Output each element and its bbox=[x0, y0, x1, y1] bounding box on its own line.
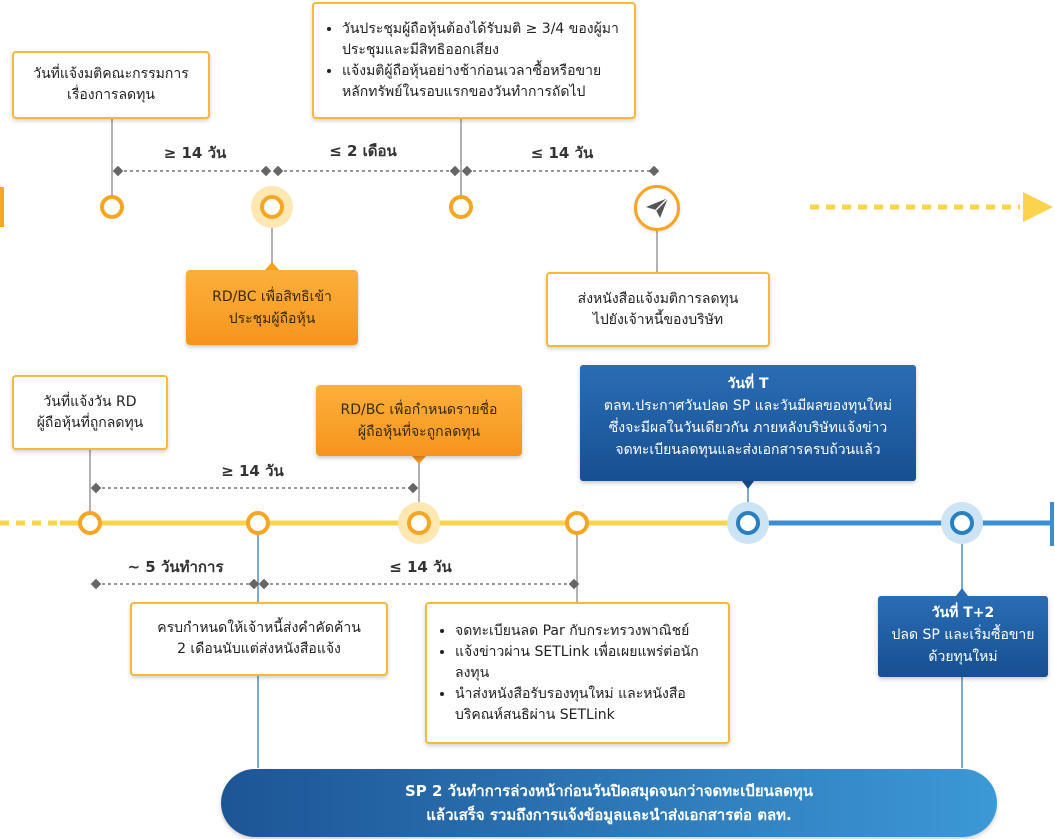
list-item: จดทะเบียนลด Par กับกระทรวงพาณิชย์ bbox=[455, 621, 720, 642]
rd-bc-list-box: RD/BC เพื่อกำหนดรายชื่อ ผู้ถือหุ้นที่จะถ… bbox=[316, 385, 522, 456]
bottom-span-label-2: ~ 5 วันทำการ bbox=[127, 558, 224, 576]
top-span-label-1: ≥ 14 วัน bbox=[163, 144, 227, 162]
send-notice-marker bbox=[634, 185, 680, 231]
bottom-marker-t bbox=[727, 502, 769, 544]
banner-line-1: SP 2 วันทำการล่วงหน้าก่อนวันปิดสมุดจนกว่… bbox=[404, 782, 813, 800]
t-day-text: ตลท.ประกาศวันปลด SP และวันมีผลของทุนใหม่… bbox=[603, 398, 893, 458]
banner-line-2: แล้วเสร็จ รวมถึงการแจ้งข้อมูลและนำส่งเอก… bbox=[426, 806, 792, 824]
top-span-label-2: ≤ 2 เดือน bbox=[329, 142, 397, 160]
top-span-label-3: ≤ 14 วัน bbox=[530, 144, 594, 162]
creditor-objection-note: ครบกำหนดให้เจ้าหนี้ส่งคำคัดค้าน 2 เดือนน… bbox=[130, 602, 388, 676]
sp-banner: SP 2 วันทำการล่วงหน้าก่อนวันปิดสมุดจนกว่… bbox=[221, 769, 997, 837]
bottom-span-label-1: ≥ 14 วัน bbox=[221, 462, 284, 480]
list-item: วันประชุมผู้ถือหุ้นต้องได้รับมติ ≥ 3/4 ข… bbox=[342, 19, 626, 61]
list-item: นำส่งหนังสือรับรองทุนใหม่ และหนังสือบริค… bbox=[455, 684, 720, 726]
bottom-marker-rd bbox=[398, 502, 440, 544]
t2-day-text: ปลด SP และเริ่มซื้อขาย ด้วยทุนใหม่ bbox=[891, 627, 1035, 665]
paper-plane-icon bbox=[646, 197, 669, 218]
t2-day-title: วันที่ T+2 bbox=[931, 605, 995, 621]
list-item: แจ้งมติผู้ถือหุ้นอย่างช้าก่อนเวลาซื้อหรื… bbox=[342, 61, 626, 103]
top-arrow-head bbox=[1023, 192, 1053, 222]
bottom-span-lines bbox=[90, 482, 580, 590]
board-resolution-note: วันที่แจ้งมติคณะกรรมการ เรื่องการลดทุน bbox=[12, 51, 210, 119]
top-marker-3 bbox=[449, 195, 473, 219]
shareholder-meeting-note: วันประชุมผู้ถือหุ้นต้องได้รับมติ ≥ 3/4 ข… bbox=[312, 2, 636, 119]
top-marker-1 bbox=[100, 195, 124, 219]
bottom-marker-4 bbox=[565, 511, 589, 535]
registration-steps-note: จดทะเบียนลด Par กับกระทรวงพาณิชย์ แจ้งข่… bbox=[425, 602, 730, 744]
bottom-marker-2 bbox=[246, 511, 270, 535]
t-day-box: วันที่ T ตลท.ประกาศวันปลด SP และวันมีผลข… bbox=[580, 365, 916, 481]
bottom-timeline bbox=[0, 502, 1054, 546]
t2-day-box: วันที่ T+2 ปลด SP และเริ่มซื้อขาย ด้วยทุ… bbox=[878, 596, 1048, 677]
shareholder-meeting-list: วันประชุมผู้ถือหุ้นต้องได้รับมติ ≥ 3/4 ข… bbox=[322, 19, 626, 103]
notify-creditors-note: ส่งหนังสือแจ้งมติการลดทุน ไปยังเจ้าหนี้ข… bbox=[546, 272, 770, 347]
bottom-marker-t2 bbox=[941, 502, 983, 544]
bottom-marker-1 bbox=[78, 511, 102, 535]
top-marker-rd bbox=[251, 186, 293, 228]
rd-notice-note: วันที่แจ้งวัน RD ผู้ถือหุ้นที่ถูกลดทุน bbox=[12, 375, 168, 450]
list-item: แจ้งข่าวผ่าน SETLink เพื่อเผยแพร่ต่อนักล… bbox=[455, 642, 720, 684]
top-timeline bbox=[0, 187, 1053, 227]
bottom-span-label-3: ≤ 14 วัน bbox=[389, 558, 452, 576]
registration-steps-list: จดทะเบียนลด Par กับกระทรวงพาณิชย์ แจ้งข่… bbox=[435, 621, 720, 726]
t-day-title: วันที่ T bbox=[727, 376, 769, 392]
rd-bc-meeting-box: RD/BC เพื่อสิทธิเข้า ประชุมผู้ถือหุ้น bbox=[186, 270, 358, 345]
